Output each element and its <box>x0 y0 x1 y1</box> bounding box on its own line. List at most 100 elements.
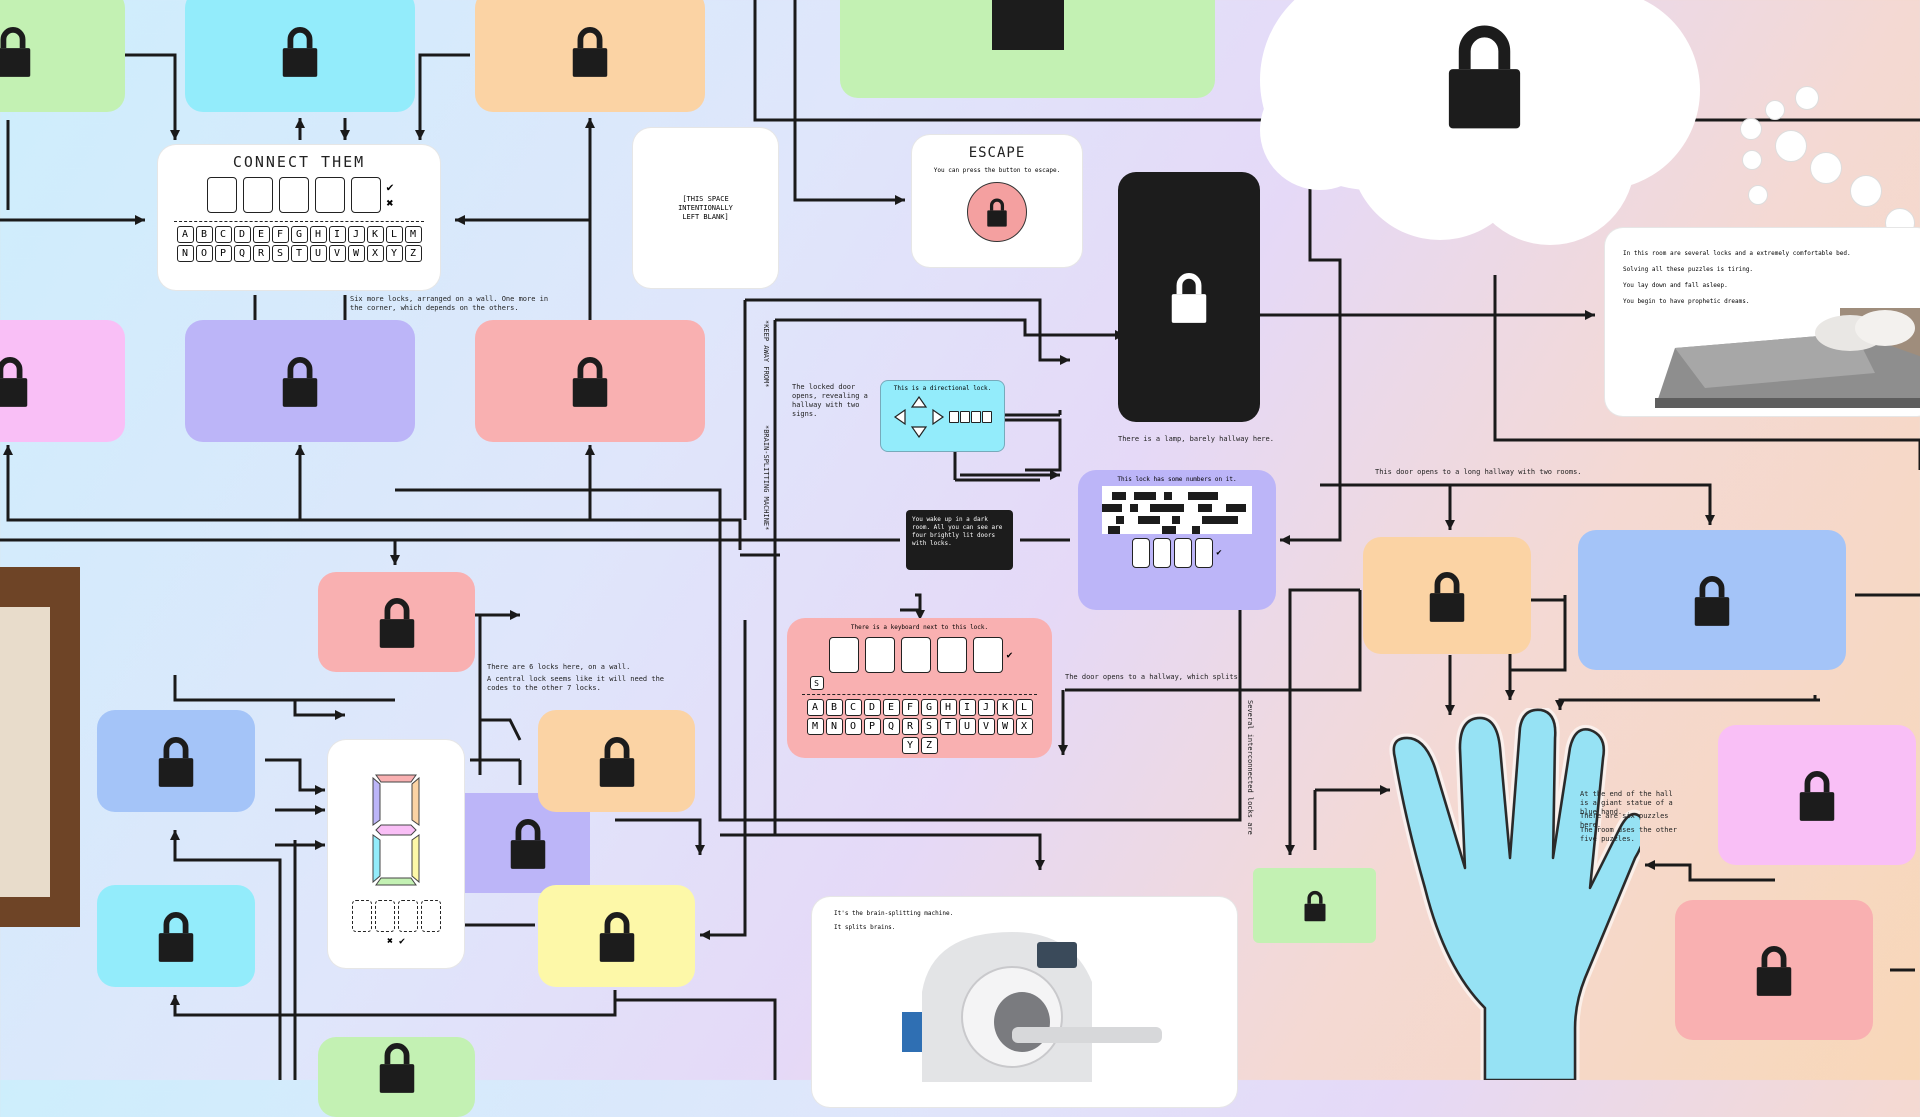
letter-key[interactable]: S <box>271 245 289 262</box>
letter-key[interactable]: T <box>939 718 957 735</box>
letter-key[interactable]: C <box>214 226 232 243</box>
letter-key[interactable]: H <box>309 226 327 243</box>
lock-card-red-left[interactable] <box>475 320 705 442</box>
answer-box[interactable] <box>315 177 346 213</box>
escape-card[interactable]: ESCAPE You can press the button to escap… <box>912 135 1082 267</box>
letter-key[interactable]: R <box>901 718 919 735</box>
letter-key[interactable]: I <box>958 699 976 716</box>
letter-key[interactable]: I <box>328 226 346 243</box>
lock-card-blue-right[interactable] <box>1578 530 1846 670</box>
clear-icon[interactable]: ✖ <box>386 196 394 210</box>
answer-box[interactable] <box>829 637 860 673</box>
letter-key[interactable]: W <box>347 245 365 262</box>
letter-key[interactable]: P <box>863 718 881 735</box>
lock-card-green-bottom[interactable] <box>318 1037 475 1117</box>
segment-display-puzzle[interactable]: ✖ ✔ <box>328 740 464 968</box>
digit-slot[interactable] <box>420 900 441 932</box>
lock-card-green-topleft[interactable] <box>0 0 125 112</box>
letter-key[interactable]: K <box>366 226 384 243</box>
lock-card-magenta-right[interactable] <box>1718 725 1916 865</box>
lock-card-green-small[interactable] <box>1253 868 1376 943</box>
check-icon[interactable]: ✔ <box>386 180 394 194</box>
letter-key[interactable]: X <box>366 245 384 262</box>
letter-key[interactable]: B <box>825 699 843 716</box>
numbers-lock[interactable]: This lock has some numbers on it. ✔ <box>1078 470 1276 610</box>
letter-key[interactable]: C <box>844 699 862 716</box>
answer-box[interactable] <box>243 177 274 213</box>
digit-slot[interactable] <box>397 900 418 932</box>
lock-card-yellow-center[interactable] <box>538 885 695 987</box>
letter-key[interactable]: D <box>863 699 881 716</box>
lock-card-red-center-left[interactable] <box>318 572 475 672</box>
answer-box[interactable] <box>937 637 968 673</box>
lock-card-red-right[interactable] <box>1675 900 1873 1040</box>
letter-key[interactable]: W <box>996 718 1014 735</box>
letter-key[interactable]: F <box>901 699 919 716</box>
letter-key[interactable]: Q <box>233 245 251 262</box>
letter-key[interactable]: N <box>825 718 843 735</box>
digit-slot[interactable] <box>1174 538 1193 568</box>
letter-key[interactable]: R <box>252 245 270 262</box>
answer-box[interactable] <box>207 177 238 213</box>
cloud-lock-icon[interactable] <box>1437 15 1532 135</box>
lock-card-orange-right[interactable] <box>1363 537 1531 654</box>
letter-key[interactable]: K <box>996 699 1014 716</box>
letter-key[interactable]: V <box>328 245 346 262</box>
letter-key[interactable]: Z <box>404 245 422 262</box>
lock-card-orange-top[interactable] <box>475 0 705 112</box>
answer-box[interactable] <box>865 637 896 673</box>
letter-key[interactable]: O <box>844 718 862 735</box>
letter-key[interactable]: V <box>977 718 995 735</box>
letter-key[interactable]: Y <box>385 245 403 262</box>
letter-key[interactable]: A <box>806 699 824 716</box>
digit-slot[interactable] <box>374 900 395 932</box>
letter-key[interactable]: E <box>252 226 270 243</box>
digit-slot[interactable] <box>351 900 372 932</box>
check-icon[interactable]: ✔ <box>1006 649 1013 661</box>
letter-key[interactable]: H <box>939 699 957 716</box>
letter-key[interactable]: P <box>214 245 232 262</box>
letter-key[interactable]: N <box>176 245 194 262</box>
letter-key[interactable]: B <box>195 226 213 243</box>
letter-key[interactable]: J <box>347 226 365 243</box>
digit-slot[interactable] <box>1195 538 1214 568</box>
digit-slot[interactable] <box>1132 538 1151 568</box>
lock-card-purple-left[interactable] <box>185 320 415 442</box>
letter-key[interactable]: L <box>385 226 403 243</box>
check-icon[interactable]: ✔ <box>1216 548 1222 558</box>
letter-key[interactable]: S <box>920 718 938 735</box>
keyboard-lock[interactable]: There is a keyboard next to this lock. ✔… <box>787 618 1052 758</box>
letter-key[interactable]: F <box>271 226 289 243</box>
letter-key[interactable]: Q <box>882 718 900 735</box>
digit-slot[interactable] <box>1153 538 1172 568</box>
letter-key[interactable]: M <box>806 718 824 735</box>
lock-card-magenta-left[interactable] <box>0 320 125 442</box>
letter-key[interactable]: M <box>404 226 422 243</box>
escape-button[interactable] <box>967 182 1027 242</box>
letter-key[interactable]: D <box>233 226 251 243</box>
letter-key[interactable]: J <box>977 699 995 716</box>
letter-key[interactable]: G <box>920 699 938 716</box>
answer-box[interactable] <box>901 637 932 673</box>
lock-card-blue-left[interactable] <box>97 710 255 812</box>
letter-key[interactable]: X <box>1015 718 1033 735</box>
shift-key[interactable]: S <box>809 676 824 690</box>
answer-box[interactable] <box>351 177 382 213</box>
answer-box[interactable] <box>279 177 310 213</box>
letter-key[interactable]: U <box>309 245 327 262</box>
letter-key[interactable]: O <box>195 245 213 262</box>
letter-key[interactable]: A <box>176 226 194 243</box>
lock-card-green-top-center[interactable] <box>840 0 1215 98</box>
lock-card-orange-center[interactable] <box>538 710 695 812</box>
lock-card-cyan-top[interactable] <box>185 0 415 112</box>
letter-key[interactable]: Z <box>920 737 938 754</box>
letter-key[interactable]: T <box>290 245 308 262</box>
arrow-pad-icon[interactable] <box>893 395 945 439</box>
letter-key[interactable]: U <box>958 718 976 735</box>
letter-key[interactable]: L <box>1015 699 1033 716</box>
lock-card-dark[interactable] <box>1118 172 1260 422</box>
confirm-icons[interactable]: ✖ ✔ <box>386 936 406 947</box>
letter-key[interactable]: Y <box>901 737 919 754</box>
letter-key[interactable]: G <box>290 226 308 243</box>
